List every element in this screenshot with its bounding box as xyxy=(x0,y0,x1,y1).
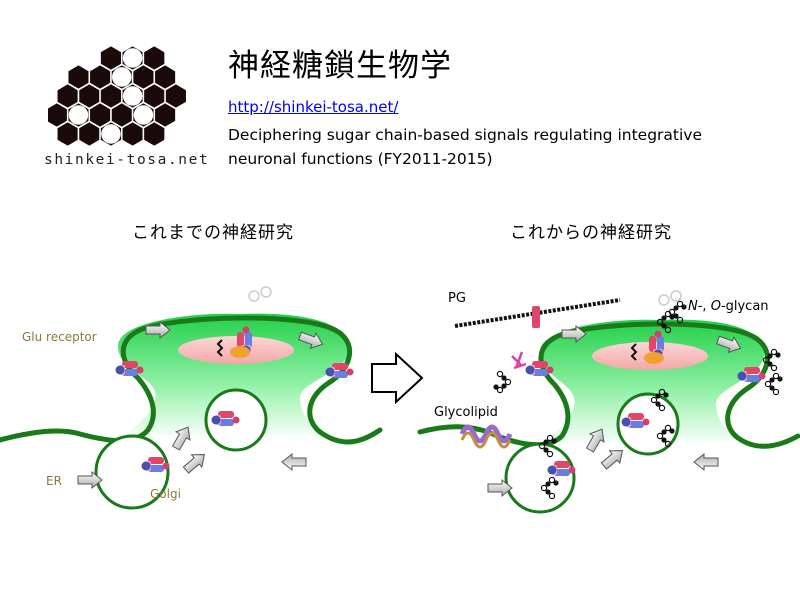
page-title: 神経糖鎖生物学 xyxy=(228,48,452,84)
vesicle-right-golgi xyxy=(504,442,576,514)
hexagon-logo-icon xyxy=(48,44,188,148)
glycan-chain-icon xyxy=(764,372,784,396)
logo-hexagon-hole xyxy=(122,86,143,106)
vesicle-er-golgi xyxy=(94,434,170,510)
logo-hexagon-hole xyxy=(122,48,143,68)
label-pg: PG xyxy=(448,291,466,306)
logo-hexagon xyxy=(121,120,145,148)
logo-hexagon-hole xyxy=(101,124,121,144)
transition-arrow-icon xyxy=(371,351,424,405)
logo-hexagon-hole xyxy=(68,105,89,125)
right-spine: PG N-, O-glycan Glycolipid xyxy=(417,290,800,514)
membrane-left xyxy=(0,315,383,445)
logo-hexagon-hole xyxy=(112,67,132,87)
glycolipid-icon xyxy=(459,424,513,449)
description-line-1: Deciphering sugar chain-based signals re… xyxy=(228,126,702,144)
logo-hexagon-hole xyxy=(133,105,154,125)
label-glycan: N-, O-glycan xyxy=(688,299,769,314)
left-spine: Glu receptor ER Golgi xyxy=(0,286,383,510)
transport-arrow-icon xyxy=(693,453,719,471)
right-panel-heading: これからの神経研究 xyxy=(510,223,672,243)
logo-hexagon xyxy=(77,120,101,148)
label-golgi: Golgi xyxy=(150,487,181,501)
label-er: ER xyxy=(46,474,62,488)
label-glycolipid: Glycolipid xyxy=(434,405,498,420)
site-link[interactable]: http://shinkei-tosa.net/ xyxy=(228,98,399,116)
logo-caption: shinkei-tosa.net xyxy=(44,152,210,168)
label-glu-receptor: Glu receptor xyxy=(22,330,97,344)
transport-arrow-icon xyxy=(281,453,307,471)
synapse-diagram: Glu receptor ER Golgi xyxy=(0,286,800,514)
left-panel-heading: これまでの神経研究 xyxy=(132,223,294,243)
logo-hexagon xyxy=(142,120,166,148)
transport-arrow-icon xyxy=(598,443,629,473)
description-line-2: neuronal functions (FY2011-2015) xyxy=(228,150,493,168)
transport-arrow-icon xyxy=(180,447,211,477)
logo-hexagon xyxy=(56,120,80,148)
glycan-chain-icon xyxy=(492,370,512,394)
